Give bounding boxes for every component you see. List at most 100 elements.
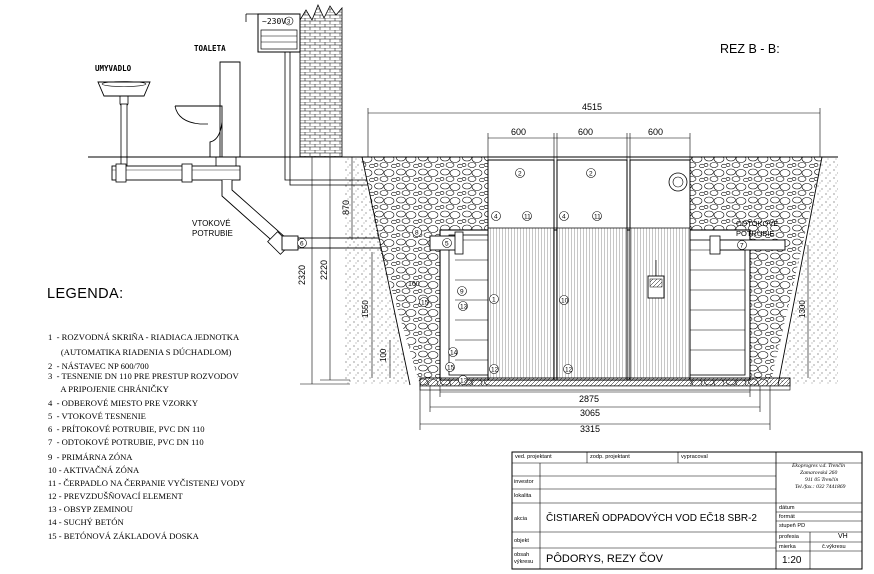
- sbr-tank: [429, 159, 786, 381]
- tb-obsah-2: výkresu: [514, 559, 534, 565]
- legend-title: LEGENDA:: [47, 286, 124, 302]
- inlet-label-1: VTOKOVÉ: [192, 219, 231, 228]
- svg-text:8: 8: [415, 230, 419, 237]
- legend-item: 1 - ROZVODNÁ SKRIŇA - RIADIACA JEDNOTKA: [48, 332, 240, 342]
- title-block: [511, 451, 863, 570]
- svg-text:9: 9: [460, 289, 464, 296]
- callout-8: 8: [412, 227, 422, 237]
- callout-15b: 15: [419, 297, 429, 307]
- svg-text:7: 7: [740, 243, 744, 250]
- dim-870: 870: [341, 200, 351, 215]
- callout-13a: 13: [458, 301, 468, 311]
- tb-obsah: PÔDORYS, REZY ČOV: [546, 553, 663, 565]
- callout-11a: 11: [522, 211, 532, 221]
- svg-text:4: 4: [562, 214, 566, 221]
- tb-investor: investor: [514, 479, 534, 485]
- callout-9: 9: [457, 286, 467, 296]
- panel-label: ~230V: [262, 17, 286, 26]
- svg-text:13: 13: [460, 304, 468, 311]
- dimensions: [300, 108, 821, 430]
- svg-text:14: 14: [450, 350, 458, 357]
- legend-item: 2 - NÁSTAVEC NP 600/700: [48, 361, 149, 371]
- callout-1: 1: [489, 294, 499, 304]
- legend-item: 9 - PRIMÁRNA ZÓNA: [48, 452, 133, 462]
- tb-zodp-projektant: zodp. projektant: [590, 454, 630, 460]
- dim-1300: 1300: [798, 300, 807, 318]
- dim-2320: 2320: [297, 265, 307, 285]
- dim-2220: 2220: [319, 260, 329, 280]
- svg-text:6: 6: [300, 241, 304, 248]
- legend-item: 7 - ODTOKOVÉ POTRUBIE, PVC DN 110: [48, 437, 204, 447]
- svg-text:15: 15: [421, 300, 429, 307]
- callout-12b: 12: [489, 364, 499, 374]
- tb-objekt: objekt: [514, 538, 529, 544]
- concrete-base: [419, 377, 791, 391]
- toilet-label: TOALETA: [194, 44, 226, 53]
- legend-item: 13 - OBSYP ZEMINOU: [48, 504, 133, 514]
- callouts: 2 2 4 11 4 11 6 8 5 7 9 10 12 13 14 15 1…: [297, 168, 747, 385]
- legend-item: 5 - VTOKOVÉ TESNENIE: [48, 411, 146, 421]
- sink-label: UMYVADLO: [95, 64, 132, 73]
- tb-stupen: stupeň PD: [779, 523, 806, 529]
- tb-profesia: profesia: [779, 534, 799, 540]
- svg-text:5: 5: [445, 241, 449, 248]
- callout-11b: 11: [592, 211, 602, 221]
- callout-4b: 4: [559, 211, 569, 221]
- legend-item: 11 - ČERPADLO NA ČERPANIE VYČISTENEJ VOD…: [48, 478, 246, 488]
- tb-ved-projektant: ved. projektant: [515, 454, 552, 460]
- section-title: REZ B - B:: [720, 42, 780, 56]
- tb-company-2: Zamarovská 260: [800, 470, 838, 476]
- svg-text:12: 12: [491, 367, 499, 374]
- legend-item: 12 - PREVZDUŠŇOVACÍ ELEMENT: [48, 491, 183, 501]
- dim-3315: 3315: [580, 424, 600, 434]
- outlet-label-2: POTRUBIE: [736, 229, 774, 238]
- inlet-label-2: POTRUBIE: [192, 229, 233, 238]
- dim-100: 100: [379, 348, 388, 362]
- tb-mierka-value: 1:20: [782, 555, 802, 566]
- svg-text:11: 11: [594, 214, 601, 221]
- svg-text:1: 1: [492, 297, 496, 304]
- tb-vypracoval: vypracoval: [681, 454, 708, 460]
- callout-2b: 2: [586, 168, 596, 178]
- tb-mierka: mierka: [779, 544, 796, 550]
- callout-15a: 15: [445, 362, 455, 372]
- dim-600a: 600: [511, 127, 526, 137]
- dim-2875: 2875: [579, 394, 599, 404]
- tb-obsah-1: obsah: [514, 552, 530, 558]
- tb-company-4: Tel./fax.: 032 7441869: [795, 484, 846, 490]
- dimension-labels: 4515 600 600 600 2875 3065 3315 870 2320…: [297, 102, 807, 434]
- callout-5: 5: [442, 238, 452, 248]
- dim-160: 160: [408, 281, 420, 288]
- panel-mark: 3: [287, 20, 291, 26]
- callout-2a: 2: [515, 168, 525, 178]
- tb-akcia: ČISTIAREŇ ODPADOVÝCH VOD EČ18 SBR-2: [546, 513, 757, 524]
- callout-13b: 13: [458, 375, 468, 385]
- dim-1550: 1550: [361, 300, 370, 318]
- callout-7: 7: [737, 240, 747, 250]
- svg-text:4: 4: [494, 214, 498, 221]
- sink-fixture: UMYVADLO: [95, 64, 151, 167]
- toilet-fixture: TOALETA: [174, 44, 241, 170]
- legend-item: 4 - ODBEROVÉ MIESTO PRE VZORKY: [48, 398, 199, 408]
- svg-text:2: 2: [518, 171, 522, 178]
- legend-item: 15 - BETÓNOVÁ ZÁKLADOVÁ DOSKA: [48, 531, 199, 541]
- svg-text:10: 10: [561, 298, 569, 305]
- dim-4515: 4515: [582, 102, 602, 112]
- callout-4a: 4: [491, 211, 501, 221]
- svg-text:11: 11: [524, 214, 531, 221]
- svg-text:12: 12: [565, 367, 573, 374]
- tb-company-1: Ekoprogres v.d. Trenčín: [792, 463, 846, 469]
- svg-text:15: 15: [447, 365, 455, 372]
- tb-profesia-value: VH: [838, 533, 848, 540]
- callout-12a: 12: [563, 364, 573, 374]
- brick-wall: [299, 3, 343, 158]
- callout-14: 14: [448, 347, 458, 357]
- tb-akcia-label: akcia: [514, 516, 528, 522]
- control-panel: ~230V 3: [245, 13, 301, 53]
- callout-10: 10: [559, 295, 569, 305]
- legend-item: 3 - TESNENIE DN 110 PRE PRESTUP ROZVODOV: [48, 371, 239, 381]
- svg-text:2: 2: [589, 171, 593, 178]
- legend-item: A PRIPOJENIE CHRÁNIČKY: [48, 384, 169, 394]
- tb-format: formát: [779, 514, 795, 520]
